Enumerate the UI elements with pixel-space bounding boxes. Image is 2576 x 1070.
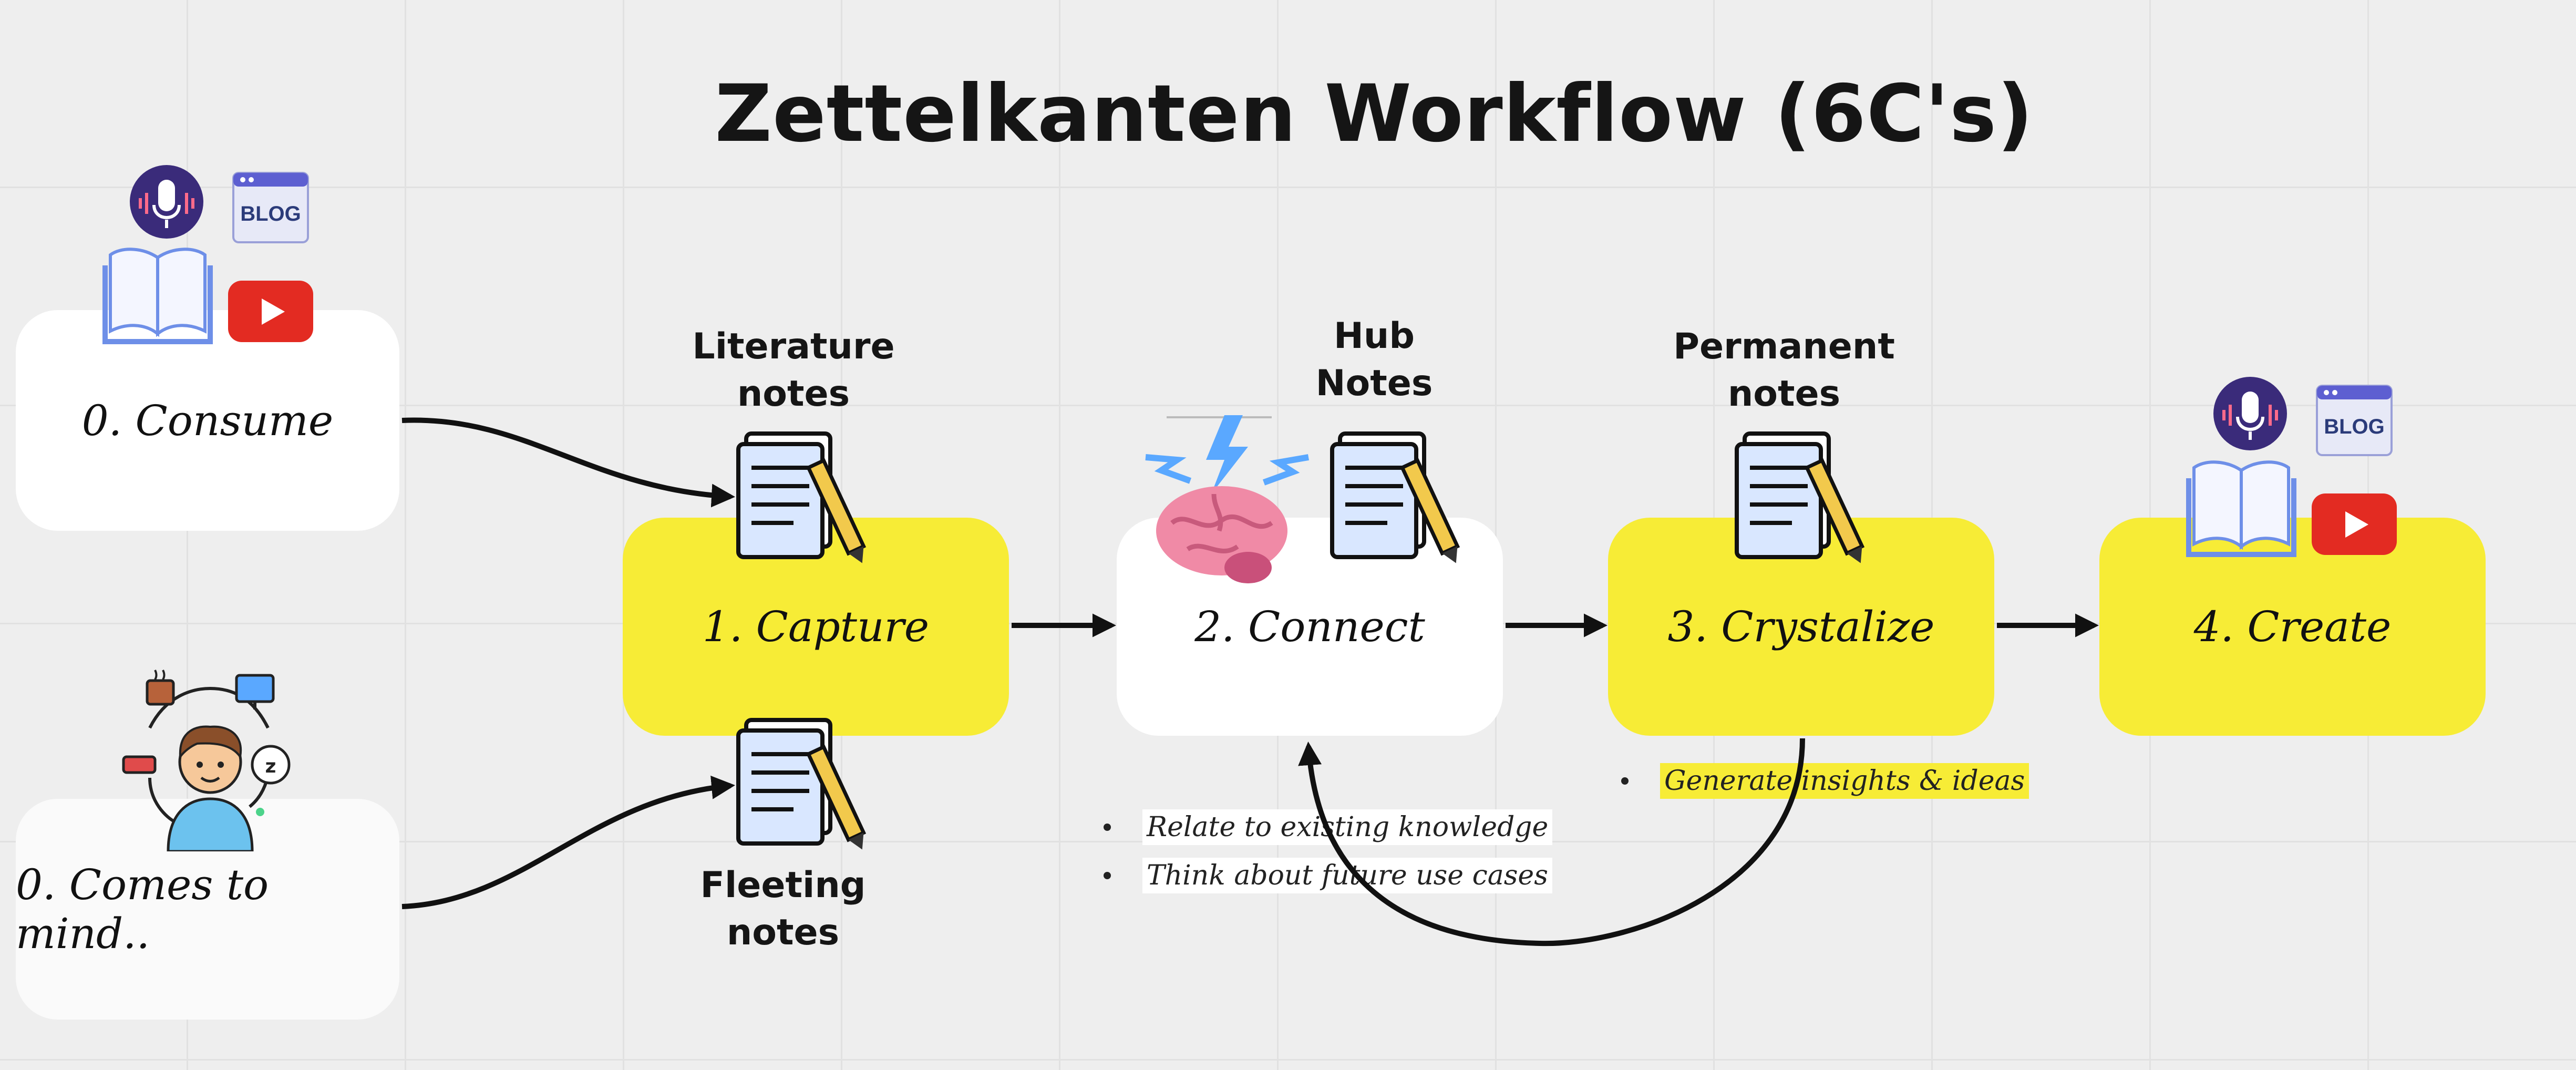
- connect-label: 2. Connect: [1194, 602, 1425, 651]
- hub-document-icon: [1330, 431, 1460, 563]
- permanent-notes-label: Permanent notes: [1673, 326, 1895, 415]
- youtube-icon: [228, 281, 313, 342]
- create-blog-icon: BLOG: [2316, 385, 2393, 456]
- create-book-icon: [2186, 460, 2296, 557]
- podcast-icon: [130, 165, 203, 239]
- consume-node: 0. Consume: [16, 310, 399, 531]
- book-icon: [102, 248, 213, 344]
- arrow-crystalize-back-to-connect: [1298, 738, 1805, 946]
- bullet-item: Generate insights & ideas: [1621, 757, 2029, 805]
- create-blog-text: BLOG: [2324, 415, 2385, 438]
- blog-icon: BLOG: [232, 172, 309, 243]
- connect-bullets: Relate to existing knowledge Think about…: [1104, 803, 1553, 900]
- consume-label: 0. Consume: [81, 396, 334, 445]
- bullet-item: Relate to existing knowledge: [1104, 803, 1553, 851]
- permanent-document-icon: [1735, 431, 1865, 563]
- arrow-mind-to-capture: [401, 775, 735, 909]
- person-thinking-icon: z: [122, 670, 291, 851]
- crystalize-label: 3. Crystalize: [1667, 602, 1935, 651]
- create-podcast-icon: [2213, 377, 2287, 450]
- svg-text:z: z: [265, 756, 276, 777]
- diagram-title: Zettelkanten Workflow (6C's): [715, 68, 2034, 160]
- capture-node: 1. Capture: [623, 518, 1009, 736]
- create-label: 4. Create: [2193, 602, 2392, 651]
- crystalize-bullets: Generate insights & ideas: [1621, 757, 2029, 805]
- fleeting-notes-label: Fleeting notes: [700, 865, 866, 953]
- create-youtube-icon: [2312, 493, 2397, 555]
- bullet-item: Think about future use cases: [1104, 851, 1552, 900]
- arrow-consume-to-capture: [401, 417, 735, 508]
- comes-to-mind-label: 0. Comes to mind..: [16, 860, 269, 958]
- fleeting-document-icon: [736, 718, 867, 850]
- hub-notes-label: Hub Notes: [1315, 315, 1433, 404]
- blog-text: BLOG: [240, 202, 301, 225]
- literature-notes-label: Literature notes: [692, 326, 895, 415]
- brain-icon: [1145, 415, 1310, 583]
- capture-label: 1. Capture: [702, 602, 930, 651]
- literature-document-icon: [736, 431, 867, 563]
